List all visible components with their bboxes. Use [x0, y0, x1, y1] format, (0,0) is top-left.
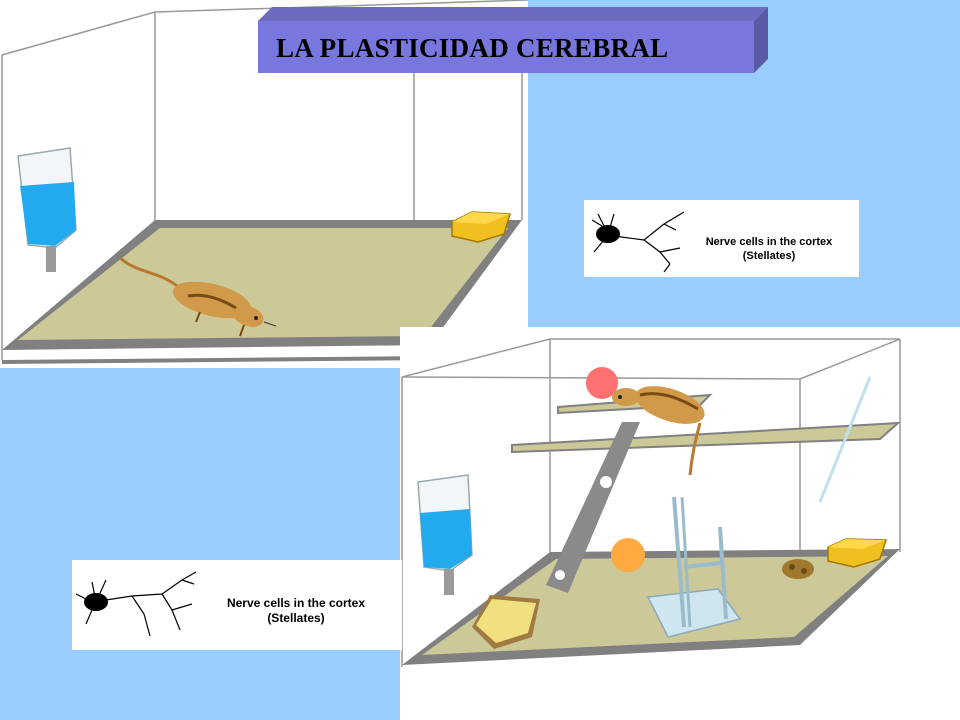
- caption-line-2: (Stellates): [742, 249, 796, 262]
- ball-orange: [611, 538, 645, 572]
- platform: [511, 393, 901, 454]
- caption-line-2: (Stellates): [267, 611, 325, 625]
- small-toy: [782, 559, 814, 579]
- standard-cage-drawing: [1, 0, 528, 364]
- cage-floor: [2, 220, 522, 350]
- water-bottle: [17, 147, 77, 272]
- caption-line-1: Nerve cells in the cortex: [226, 596, 366, 610]
- neuron-caption-top: Nerve cells in the cortex (Stellates): [584, 200, 859, 277]
- caption-text: Nerve cells in the cortex (Stellates): [684, 236, 854, 264]
- water-bottle: [417, 474, 473, 595]
- caption-text: Nerve cells in the cortex (Stellates): [196, 596, 396, 626]
- food-block: [827, 538, 888, 568]
- slide-title: LA PLASTICIDAD CEREBRAL: [276, 33, 669, 63]
- banner-shape: [258, 7, 768, 73]
- enriched-cage-image: [400, 327, 960, 720]
- ball-red: [586, 367, 618, 399]
- rat: [612, 386, 705, 476]
- stellate-neuron-icon: [75, 571, 197, 637]
- cage-floor: [402, 549, 900, 665]
- caption-line-1: Nerve cells in the cortex: [705, 236, 833, 248]
- neuron-caption-bottom: Nerve cells in the cortex (Stellates): [72, 560, 402, 650]
- stellate-neuron-icon: [591, 211, 685, 273]
- title-banner: LA PLASTICIDAD CEREBRAL: [258, 7, 768, 73]
- rat: [119, 256, 277, 337]
- food-block: [451, 211, 511, 243]
- sponge-bread: [472, 595, 540, 649]
- enriched-cage-drawing: [401, 338, 901, 667]
- wheel-stand: [646, 496, 742, 638]
- ramp: [546, 422, 640, 593]
